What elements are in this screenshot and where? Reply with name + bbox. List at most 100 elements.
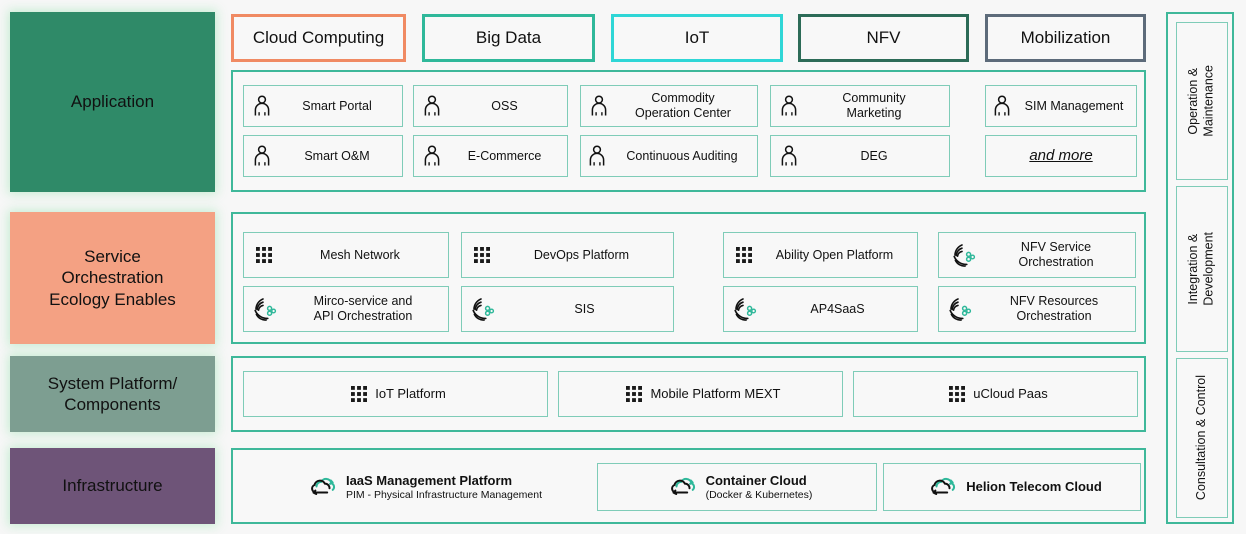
item-label: NFV Resources Orchestration — [1009, 294, 1099, 323]
cloud-icon — [928, 474, 958, 500]
service-item[interactable]: Mesh Network — [243, 232, 449, 278]
person-icon — [587, 145, 607, 167]
dot-grid-icon — [474, 247, 490, 263]
system-panel: IoT Platform Mobile Platform MEXT uCloud… — [231, 356, 1146, 432]
person-icon — [779, 145, 799, 167]
dot-grid-icon — [626, 386, 643, 402]
item-label: uCloud Paas — [973, 386, 1048, 402]
item-label: SIS — [574, 301, 595, 316]
category-iot[interactable]: IoT — [611, 14, 783, 62]
category-big-data[interactable]: Big Data — [422, 14, 595, 62]
side-item-label: Operation & Maintenance — [1186, 65, 1216, 137]
category-label: Cloud Computing — [252, 28, 385, 47]
layer-label-infrastructure: Infrastructure — [10, 448, 215, 524]
item-label: E-Commerce — [467, 148, 542, 163]
item-label: Ability Open Platform — [775, 247, 894, 262]
person-icon — [252, 95, 272, 117]
item-label: OSS — [491, 98, 518, 113]
service-item[interactable]: NFV Service Orchestration — [938, 232, 1136, 278]
service-item[interactable]: Mirco-service and API Orchestration — [243, 286, 449, 332]
infrastructure-item[interactable]: Container Cloud (Docker & Kubernetes) — [597, 463, 877, 511]
application-item[interactable]: Smart Portal — [243, 85, 403, 127]
service-item[interactable]: AP4SaaS — [723, 286, 918, 332]
item-label: SIM Management — [1024, 98, 1124, 113]
infrastructure-item[interactable]: Helion Telecom Cloud — [883, 463, 1141, 511]
item-label: Mirco-service and API Orchestration — [313, 294, 413, 323]
side-item-integration-development[interactable]: Integration & Development — [1176, 186, 1228, 352]
layer-label-service: Service Orchestration Ecology Enables — [10, 212, 215, 344]
dot-grid-icon — [949, 386, 966, 402]
cloud-icon — [668, 474, 698, 500]
item-label: AP4SaaS — [810, 301, 865, 316]
system-item[interactable]: uCloud Paas — [853, 371, 1138, 417]
item-label: NFV Service Orchestration — [1018, 240, 1094, 269]
layer-label-text: System Platform/ Components — [47, 373, 178, 414]
application-item[interactable]: SIM Management — [985, 85, 1137, 127]
item-label: Smart Portal — [302, 98, 372, 113]
item-label: IoT Platform — [375, 386, 446, 402]
category-label: Mobilization — [1020, 28, 1111, 47]
application-item[interactable]: E-Commerce — [413, 135, 568, 177]
category-cloud-computing[interactable]: Cloud Computing — [231, 14, 406, 62]
person-icon — [589, 95, 609, 117]
person-icon — [992, 95, 1012, 117]
layer-label-application: Application — [10, 12, 215, 192]
layer-label-text: Infrastructure — [62, 476, 163, 496]
item-subtitle: (Docker & Kubernetes) — [705, 488, 813, 501]
item-label: and more — [1029, 147, 1093, 164]
category-label: IoT — [684, 28, 710, 47]
layer-label-text: Service Orchestration Ecology Enables — [49, 247, 176, 309]
service-item[interactable]: DevOps Platform — [461, 232, 674, 278]
dot-grid-icon — [736, 247, 752, 263]
application-item[interactable]: DEG — [770, 135, 950, 177]
service-item[interactable]: SIS — [461, 286, 674, 332]
side-column-panel: Operation & Maintenance Integration & De… — [1166, 12, 1234, 524]
item-label: Community Marketing — [842, 91, 906, 120]
service-item[interactable]: Ability Open Platform — [723, 232, 918, 278]
layer-label-system: System Platform/ Components — [10, 356, 215, 432]
item-subtitle: PIM - Physical Infrastructure Management — [345, 488, 543, 501]
side-item-consultation-control[interactable]: Consultation & Control — [1176, 358, 1228, 518]
item-label: Continuous Auditing — [626, 148, 738, 163]
item-title: Helion Telecom Cloud — [966, 479, 1102, 495]
category-label: Big Data — [475, 28, 542, 47]
item-label: Commodity Operation Center — [635, 91, 731, 120]
item-title: IaaS Management Platform — [345, 472, 513, 488]
person-icon — [422, 95, 442, 117]
person-icon — [779, 95, 799, 117]
item-label: Mobile Platform MEXT — [650, 386, 781, 402]
dot-grid-icon — [351, 386, 368, 402]
dot-grid-icon — [256, 247, 272, 263]
side-item-label: Integration & Development — [1186, 232, 1216, 306]
category-label: NFV — [866, 28, 901, 47]
system-item[interactable]: Mobile Platform MEXT — [558, 371, 843, 417]
application-item-and-more[interactable]: and more — [985, 135, 1137, 177]
service-panel: Mesh Network DevOps Platform Ability Ope… — [231, 212, 1146, 344]
orchestration-icon — [252, 297, 278, 321]
person-icon — [252, 145, 272, 167]
item-label: DEG — [860, 148, 888, 163]
category-nfv[interactable]: NFV — [798, 14, 969, 62]
infrastructure-panel: IaaS Management Platform PIM - Physical … — [231, 448, 1146, 524]
person-icon — [422, 145, 442, 167]
orchestration-icon — [951, 243, 977, 267]
infrastructure-item[interactable]: IaaS Management Platform PIM - Physical … — [257, 463, 587, 511]
application-item[interactable]: Commodity Operation Center — [580, 85, 758, 127]
application-item[interactable]: Community Marketing — [770, 85, 950, 127]
item-label: DevOps Platform — [533, 247, 630, 262]
cloud-icon — [308, 474, 338, 500]
item-label: Smart O&M — [304, 148, 370, 163]
orchestration-icon — [947, 297, 973, 321]
side-item-label: Consultation & Control — [1194, 375, 1209, 501]
application-item[interactable]: Smart O&M — [243, 135, 403, 177]
category-mobilization[interactable]: Mobilization — [985, 14, 1146, 62]
system-item[interactable]: IoT Platform — [243, 371, 548, 417]
orchestration-icon — [470, 297, 496, 321]
application-item[interactable]: OSS — [413, 85, 568, 127]
application-item[interactable]: Continuous Auditing — [580, 135, 758, 177]
item-label: Mesh Network — [320, 247, 400, 262]
application-panel: Smart Portal OSS Commodity Operation Cen… — [231, 70, 1146, 192]
service-item[interactable]: NFV Resources Orchestration — [938, 286, 1136, 332]
side-item-operation-maintenance[interactable]: Operation & Maintenance — [1176, 22, 1228, 180]
